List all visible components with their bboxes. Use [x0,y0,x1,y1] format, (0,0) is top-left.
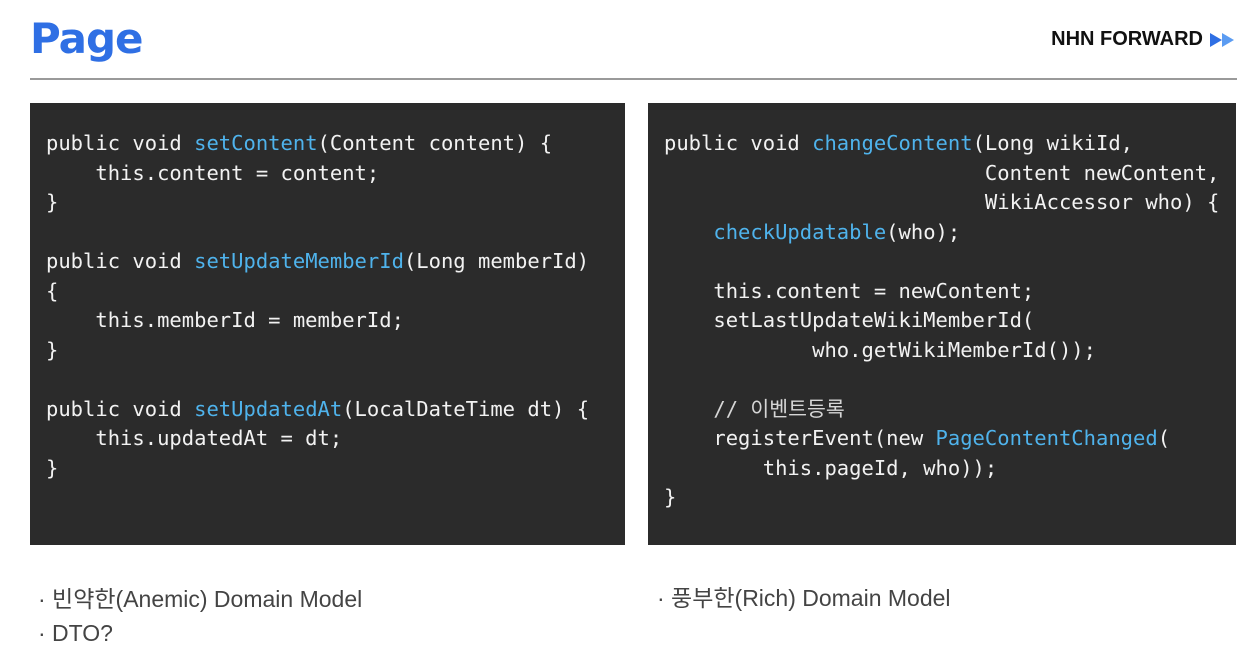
code-line [664,365,1236,395]
code-token: public void [46,396,195,421]
code-line: public void setUpdateMemberId(Long membe… [46,247,625,277]
method-name: setUpdatedAt [194,396,343,421]
code-line: this.content = content; [46,159,625,189]
code-token: } [46,455,59,480]
code-token: WikiAccessor who) { [664,190,1220,214]
code-line: this.memberId = memberId; [46,306,625,336]
code-line: WikiAccessor who) { [664,188,1236,218]
code-token: (Content content) { [317,131,553,155]
code-line: } [46,454,625,484]
code-line: Content newContent, [664,159,1236,189]
code-line: this.pageId, who)); [664,454,1236,484]
bullet-item: · 풍부한(Rich) Domain Model [657,585,951,611]
anemic-code-block: public void setContent(Content content) … [30,103,625,483]
rich-code-panel: public void changeContent(Long wikiId, C… [648,103,1236,545]
code-token: } [46,337,59,362]
code-token: } [664,485,677,509]
code-token: (who); [886,219,961,244]
code-line: public void setContent(Content content) … [46,129,625,159]
code-token: this.content = newContent; [664,278,1035,303]
code-token: this.content = content; [46,160,380,185]
double-play-arrow-icon [1210,32,1234,47]
code-line: setLastUpdateWikiMemberId( [664,306,1236,336]
rich-code-block: public void changeContent(Long wikiId, C… [648,103,1236,513]
code-line: registerEvent(new PageContentChanged( [664,424,1236,454]
code-line: } [46,336,625,366]
anemic-code-panel: public void setContent(Content content) … [30,103,625,545]
method-name: PageContentChanged [935,426,1158,450]
code-token: setLastUpdateWikiMemberId( [664,308,1035,332]
code-comment: // 이벤트등록 [664,396,845,421]
code-token: (Long wikiId, [972,131,1134,155]
code-token: this.pageId, who)); [664,455,998,480]
code-line [46,218,625,248]
code-token: public void [664,131,813,155]
method-name: checkUpdatable [713,219,887,244]
brand-name: NHN FORWARD [1051,28,1203,50]
code-line: this.content = newContent; [664,277,1236,307]
page-title: Page [30,14,144,63]
anemic-bullet-list: · 빈약한(Anemic) Domain Model · DTO? [38,582,362,650]
code-line: // 이벤트등록 [664,395,1236,425]
code-line: who.getWikiMemberId()); [664,336,1236,366]
code-token [664,220,713,244]
code-line: checkUpdatable(who); [664,218,1236,248]
code-token: } [46,190,59,214]
code-line: { [46,277,625,307]
code-line [664,247,1236,277]
code-line: public void changeContent(Long wikiId, [664,129,1236,159]
code-token: public void [46,131,195,155]
code-token: registerEvent(new [664,426,936,450]
code-token: (LocalDateTime dt) { [342,396,590,421]
header-divider [30,78,1237,80]
code-line: } [46,188,625,218]
code-line: } [664,483,1236,513]
code-token: who.getWikiMemberId()); [664,337,1096,362]
method-name: changeContent [812,131,973,155]
method-name: setUpdateMemberId [194,249,404,273]
code-token: public void [46,249,195,273]
brand-logo: NHN FORWARD [1051,28,1237,51]
code-token: Content newContent, [664,160,1220,185]
code-token: ( [1157,426,1171,450]
code-token: { [46,278,59,303]
code-line: this.updatedAt = dt; [46,424,625,454]
code-token: this.memberId = memberId; [46,308,404,332]
bullet-item: · 빈약한(Anemic) Domain Model [38,586,363,612]
bullet-item: · DTO? [38,620,113,646]
code-line [46,365,625,395]
code-token: this.updatedAt = dt; [46,426,343,450]
code-token: (Long memberId) [403,249,590,273]
rich-bullet-list: · 풍부한(Rich) Domain Model [657,581,951,615]
code-line: public void setUpdatedAt(LocalDateTime d… [46,395,625,425]
method-name: setContent [194,131,318,155]
